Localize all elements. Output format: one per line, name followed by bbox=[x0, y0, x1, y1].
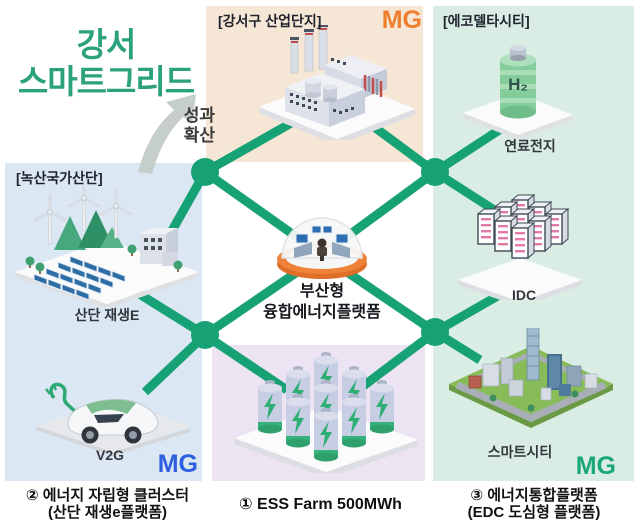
mg-badge-noksan: MG bbox=[157, 450, 198, 478]
tag-noksan: [녹산국가산단] bbox=[16, 170, 103, 186]
caption-integration: ③ 에너지통합플랫폼 (EDC 도심형 플랫폼) bbox=[467, 487, 601, 521]
renewable-label: 산단 재생E bbox=[74, 307, 140, 323]
battery-farm-illustration bbox=[234, 352, 418, 473]
smart-city-label: 스마트시티 bbox=[487, 444, 553, 460]
city-illustration bbox=[449, 328, 613, 428]
wind-solar-illustration bbox=[15, 179, 199, 307]
tag-eco-delta: [에코델타시티] bbox=[443, 13, 530, 29]
h2-label: H₂ bbox=[508, 75, 528, 94]
hub-label: 부산형 융합에너지플랫폼 bbox=[263, 283, 381, 321]
v2g-label: V2G bbox=[95, 447, 124, 463]
hydrogen-canister-illustration: H₂ bbox=[463, 45, 573, 138]
mg-badge-eco-delta: MG bbox=[575, 452, 616, 480]
spread-arrow-label: 성과 확산 bbox=[183, 106, 215, 145]
server-racks-illustration bbox=[458, 194, 582, 300]
idc-label: IDC bbox=[511, 287, 537, 303]
network-nodes bbox=[191, 158, 449, 349]
spread-arrow-icon bbox=[138, 94, 196, 174]
caption-ess-farm: ① ESS Farm 500MWh bbox=[239, 496, 402, 513]
mg-badge-industrial: MG bbox=[381, 6, 422, 34]
factory-illustration bbox=[259, 25, 415, 140]
title-line2: 스마트그리드 bbox=[17, 63, 195, 100]
page-title: 강서 스마트그리드 bbox=[8, 26, 204, 100]
tag-gangseo-industrial: [강서구 산업단지] bbox=[218, 13, 322, 29]
ev-car-illustration bbox=[36, 382, 190, 456]
fuel-cell-label: 연료전지 bbox=[504, 138, 556, 154]
caption-cluster: ② 에너지 자립형 클러스터 (산단 재생e플랫폼) bbox=[25, 487, 190, 521]
control-dome-illustration bbox=[277, 217, 367, 279]
title-line1: 강서 bbox=[76, 26, 137, 63]
